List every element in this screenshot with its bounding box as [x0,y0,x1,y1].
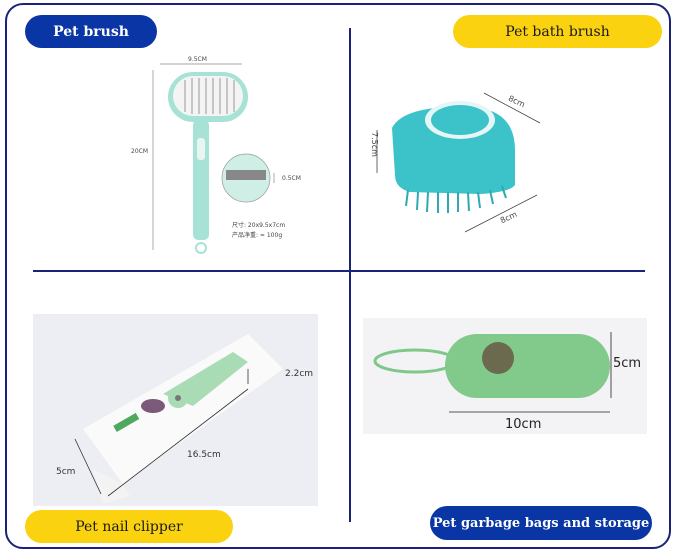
clipper-length-label: 16.5cm [187,450,221,460]
pet-bath-brush-image [376,92,541,233]
brush-width-label: 9.5CM [188,56,207,63]
bristle-length-label: 0.5CM [282,175,301,182]
holder-length-label: 10cm [505,417,542,432]
horizontal-divider [33,270,645,272]
vertical-divider [349,28,351,522]
outer-frame [5,3,671,549]
brush-spec-size: 尺寸: 20x9.5x7cm [232,222,286,229]
pet-garbage-bag-holder-image [363,318,647,434]
pet-nail-clipper-image [33,314,318,506]
pet-brush-label: Pet brush [25,15,157,48]
pet-brush-image [152,63,275,254]
brush-spec-weight: 产品净重: ≈ 100g [232,232,283,239]
pet-bath-brush-label: Pet bath brush [453,15,662,48]
brush-height-label: 20CM [131,148,149,155]
clipper-height-label: 2.2cm [285,369,314,379]
bath-brush-height-label: 7.5cm [369,132,379,157]
clipper-width-label: 5cm [56,467,76,477]
pet-nail-clipper-label: Pet nail clipper [25,510,233,543]
pet-garbage-bags-label: Pet garbage bags and storage [430,506,652,540]
holder-height-label: 5cm [613,356,642,371]
